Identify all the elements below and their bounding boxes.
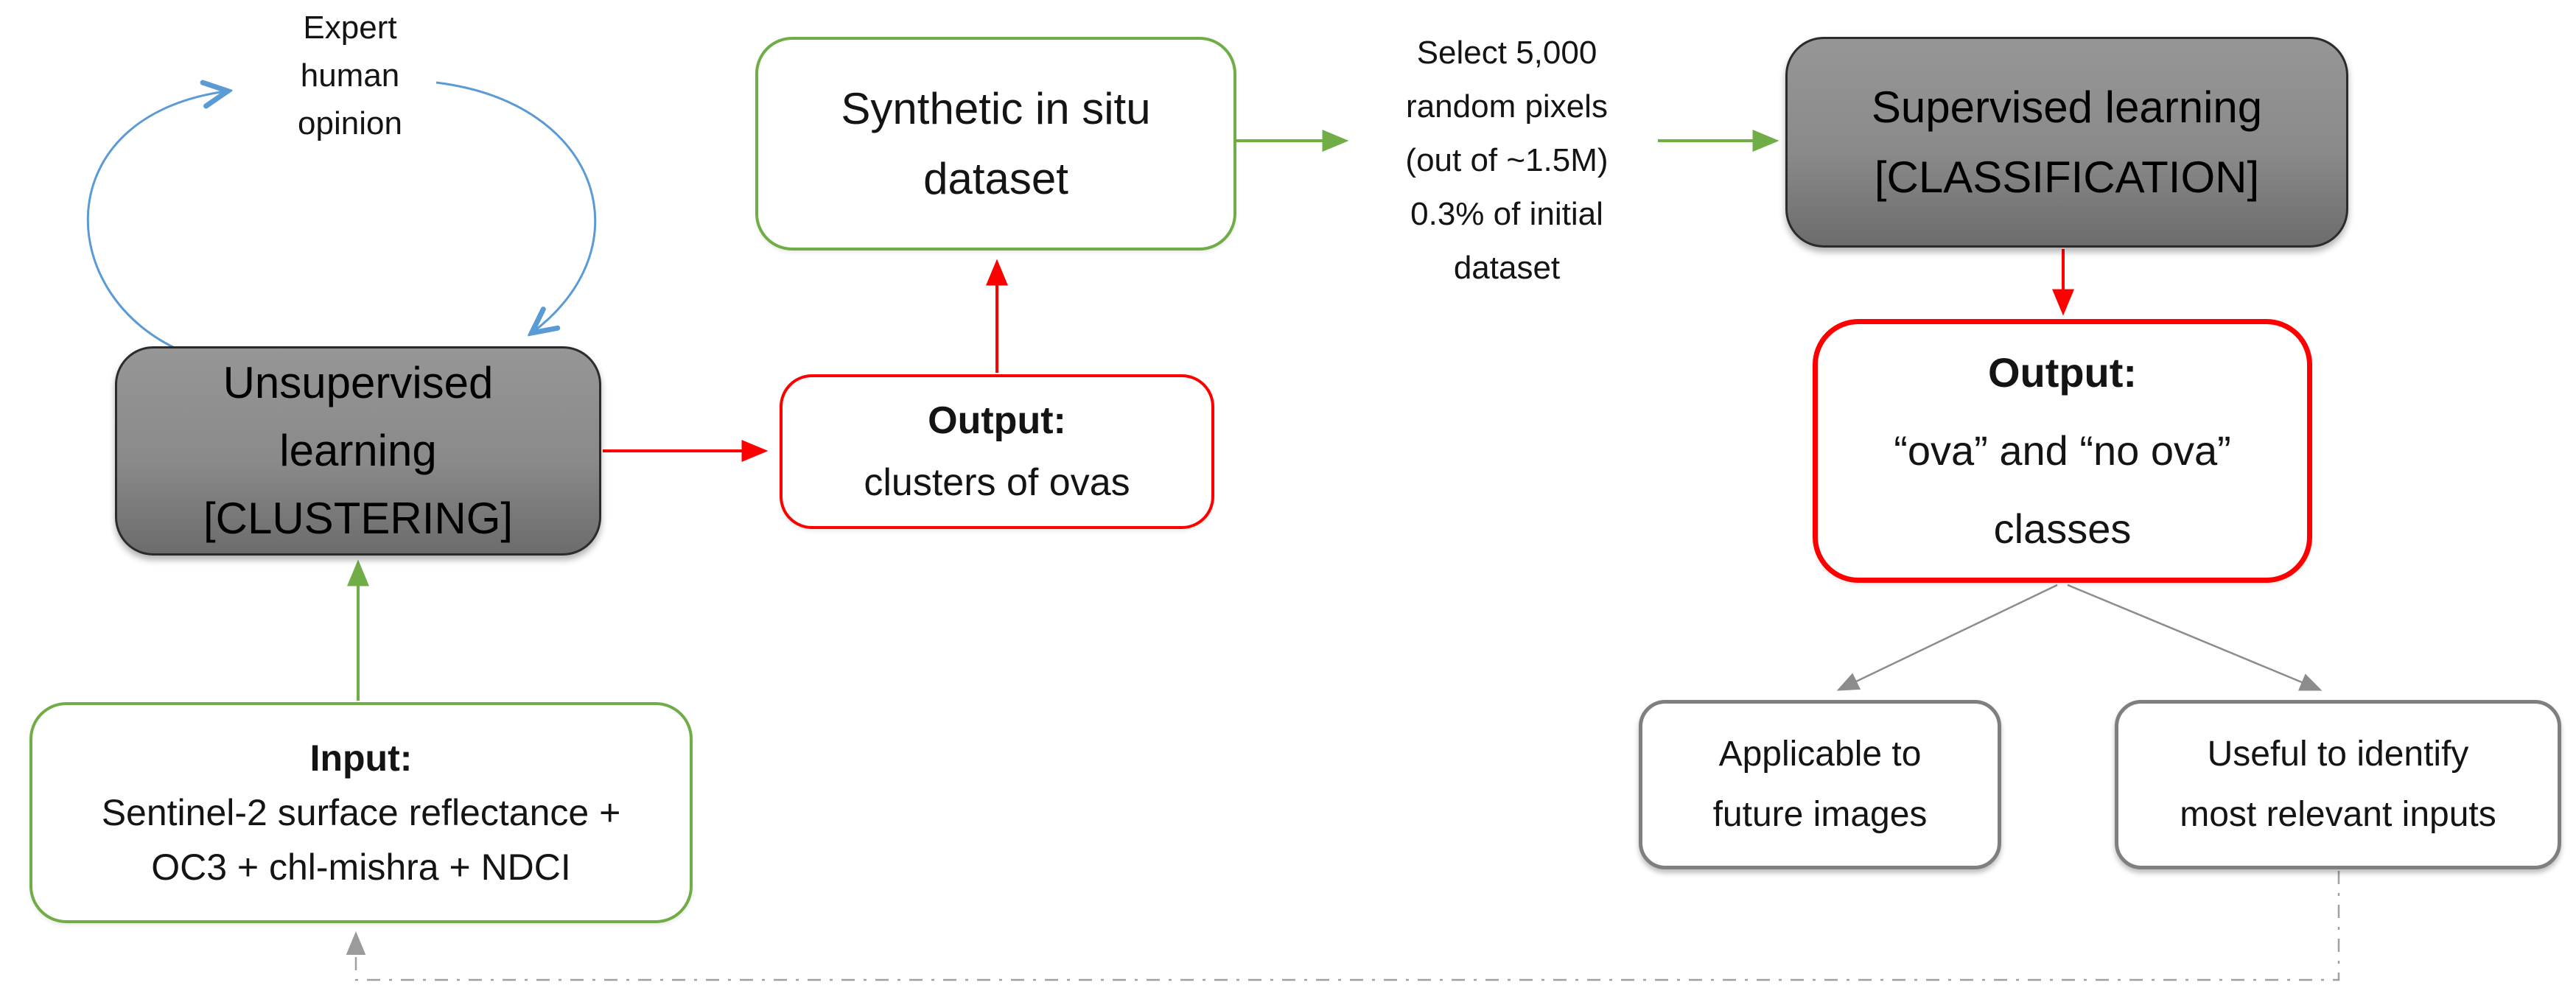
node-title: Output:: [928, 399, 1066, 442]
node-input: Input: Sentinel-2 surface reflectance + …: [29, 702, 693, 923]
node-line: Synthetic in situ: [841, 84, 1151, 133]
node-line: future images: [1712, 795, 1928, 834]
node-line: Useful to identify: [2207, 735, 2469, 774]
node-line: learning: [279, 426, 437, 475]
node-applicable-to-future-images: Applicable to future images: [1639, 700, 2001, 869]
note-line: (out of ~1.5M): [1405, 142, 1609, 178]
node-output-clusters: Output: clusters of ovas: [780, 374, 1214, 529]
node-output-classes: Output: “ova” and “no ova” classes: [1813, 319, 2312, 583]
node-title: Input:: [309, 738, 413, 779]
node-unsupervised-learning: Unsupervised learning [CLUSTERING]: [115, 346, 601, 556]
expert-opinion-line: opinion: [298, 105, 402, 141]
node-line: Applicable to: [1718, 735, 1922, 774]
node-line: Unsupervised: [223, 358, 494, 407]
node-useful-to-identify-inputs: Useful to identify most relevant inputs: [2115, 700, 2561, 869]
node-line: OC3 + chl-mishra + NDCI: [151, 847, 571, 888]
node-line: Supervised learning: [1871, 83, 2263, 132]
select-pixels-note: Select 5,000 random pixels (out of ~1.5M…: [1337, 22, 1676, 298]
note-line: dataset: [1453, 250, 1561, 286]
expert-opinion-label: Expert human opinion: [217, 1, 483, 149]
arrow-classes-to-useful: [2067, 584, 2323, 691]
note-line: Select 5,000: [1416, 35, 1597, 71]
note-line: random pixels: [1406, 88, 1608, 125]
note-line: 0.3% of initial: [1410, 196, 1603, 232]
node-line: classes: [1993, 505, 2132, 552]
feedback-dashdot-useful-to-input: [346, 871, 2340, 981]
expert-opinion-line: Expert: [303, 9, 397, 46]
node-line: Sentinel-2 surface reflectance +: [101, 792, 621, 833]
arrow-classes-to-applicable: [1836, 584, 2058, 691]
node-supervised-learning: Supervised learning [CLASSIFICATION]: [1785, 37, 2348, 248]
node-line: [CLUSTERING]: [203, 494, 514, 543]
node-line: dataset: [923, 154, 1068, 203]
node-line: “ova” and “no ova”: [1894, 427, 2231, 474]
node-line: most relevant inputs: [2180, 795, 2496, 834]
node-line: [CLASSIFICATION]: [1874, 153, 2260, 202]
loop-arrow-right: [435, 81, 597, 332]
node-synthetic-in-situ-dataset: Synthetic in situ dataset: [755, 37, 1236, 251]
node-title: Output:: [1987, 349, 2138, 396]
loop-arrow-left: [86, 91, 225, 354]
node-line: clusters of ovas: [864, 461, 1130, 504]
expert-opinion-line: human: [300, 57, 400, 94]
